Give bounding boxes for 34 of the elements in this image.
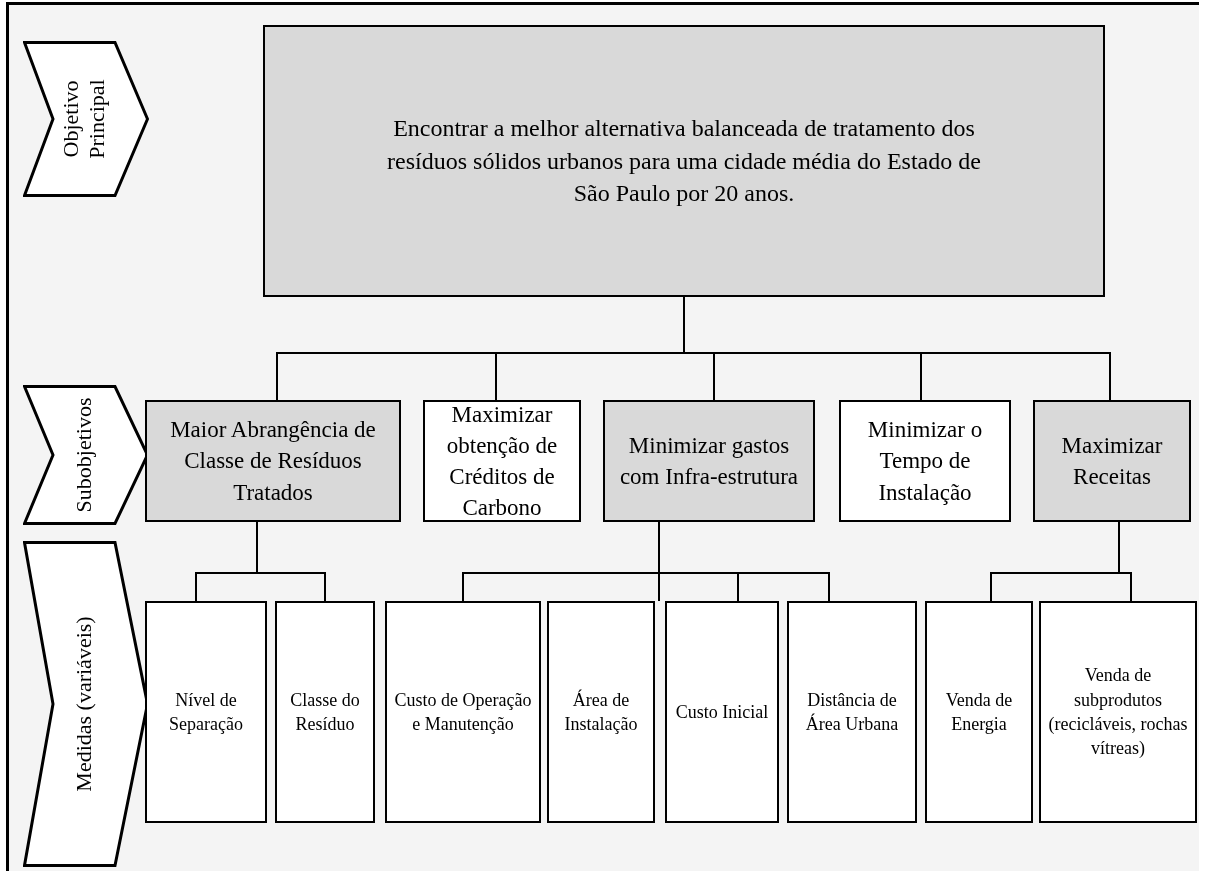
objective-box [263, 25, 1105, 297]
criterion-box [547, 601, 655, 823]
box-text: Classe do Resíduo [289, 688, 361, 736]
criterion-box [1033, 400, 1191, 522]
criterion-box [839, 400, 1011, 522]
box-text: Maior Abrangência de Classe de Resíduos Tratados [169, 416, 377, 507]
box-text: Maximizar obtenção de Créditos de Carbono [445, 400, 559, 523]
criterion-box [145, 400, 401, 522]
criterion-box [423, 400, 581, 522]
box-text: Custo Inicial [675, 700, 769, 724]
criterion-box [145, 601, 267, 823]
box-text: Venda de subprodutos (recicláveis, rochas vítreas) [1047, 664, 1189, 761]
box-text: Venda de Energia [944, 688, 1014, 736]
criterion-box [603, 400, 815, 522]
box-text: Encontrar a melhor alternativa balanceada de tratamento dos resíduos sólidos urbanos para uma cidade média do Estado de São Paulo por 20 anos. [386, 114, 982, 209]
criterion-box [1039, 601, 1197, 823]
connector-line [256, 521, 326, 602]
connector-line [658, 521, 830, 602]
box-text: Minimizar gastos com Infra-estrutura [618, 431, 800, 491]
criterion-box [275, 601, 375, 823]
criterion-box [665, 601, 779, 823]
box-text: Distância de Área Urbana [804, 688, 900, 736]
box-text: Nível de Separação [168, 688, 244, 736]
section-label: Subobjetivos [70, 396, 97, 515]
box-text: Maximizar Receitas [1060, 431, 1164, 491]
box-text: Minimizar o Tempo de Instalação [866, 416, 984, 507]
criterion-box [385, 601, 541, 823]
connector-line [1118, 521, 1132, 602]
section-label: Medidas (variáveis) [70, 615, 97, 794]
section-label: Objetivo Principal [57, 78, 110, 161]
criterion-box [925, 601, 1033, 823]
box-text: Área de Instalação [563, 688, 639, 736]
box-text: Custo de Operação e Manutenção [393, 688, 533, 736]
criterion-box [787, 601, 917, 823]
